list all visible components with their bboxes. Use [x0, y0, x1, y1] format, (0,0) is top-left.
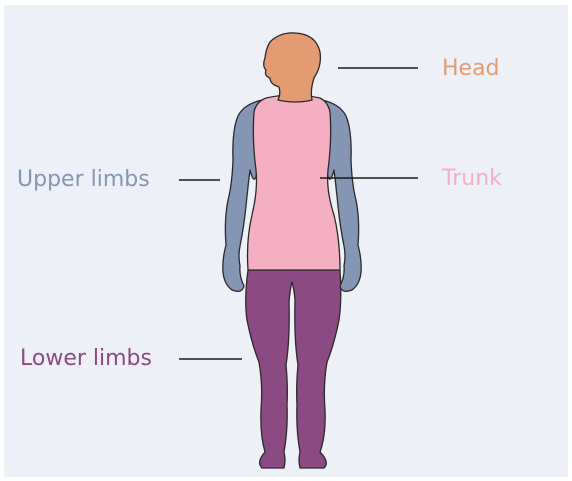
- lower-limbs-region: [246, 270, 341, 468]
- trunk-region: [248, 95, 341, 270]
- lower-limbs-label: Lower limbs: [20, 348, 152, 370]
- upper-limbs-label: Upper limbs: [17, 169, 150, 191]
- head-region: [264, 33, 321, 102]
- trunk-label: Trunk: [442, 168, 502, 190]
- head-label: Head: [442, 58, 500, 80]
